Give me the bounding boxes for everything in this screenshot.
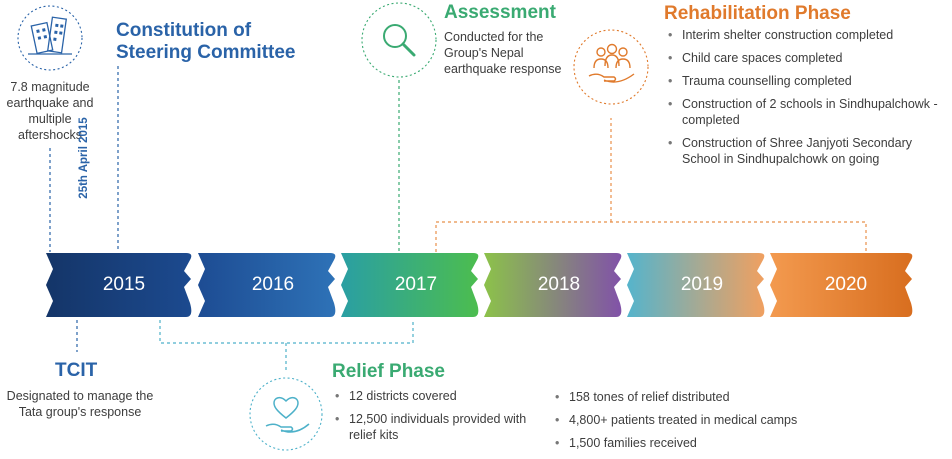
- list-item: 12,500 individuals provided with relief …: [333, 411, 548, 443]
- year-segment-2015: [46, 253, 192, 317]
- relief-title: Relief Phase: [332, 361, 445, 382]
- year-segment-2016: [198, 253, 336, 317]
- year-label-2018: 2018: [537, 274, 581, 295]
- people-hand-icon: [573, 29, 649, 105]
- list-item: Construction of 2 schools in Sindhupalch…: [666, 96, 951, 128]
- tcit-title: TCIT: [55, 360, 98, 381]
- relief-list-left: 12 districts covered 12,500 individuals …: [333, 388, 548, 443]
- steering-title: Constitution of Steering Committee: [116, 20, 296, 63]
- list-item: 1,500 families received: [553, 435, 833, 451]
- event-date: 25th April 2015: [78, 117, 90, 199]
- year-label-2019: 2019: [680, 274, 724, 295]
- year-label-2017: 2017: [394, 274, 438, 295]
- year-segment-2017: [341, 253, 479, 317]
- list-item: 12 districts covered: [333, 388, 548, 404]
- list-item: Interim shelter construction completed: [666, 27, 951, 43]
- year-segment-2019: [627, 253, 765, 317]
- year-label-2016: 2016: [251, 274, 295, 295]
- list-item: Trauma counselling completed: [666, 73, 951, 89]
- list-item: 158 tones of relief distributed: [553, 389, 833, 405]
- relief-list-right: 158 tones of relief distributed 4,800+ p…: [553, 389, 833, 451]
- connector-relief: [159, 320, 414, 372]
- tcit-description: Designated to manage the Tata group's re…: [6, 389, 154, 419]
- rehabilitation-list: Interim shelter construction completed C…: [666, 27, 951, 167]
- list-item: Child care spaces completed: [666, 50, 951, 66]
- assessment-description: Conducted for the Group's Nepal earthqua…: [444, 30, 562, 76]
- list-item: Construction of Shree Janjyoti Secondary…: [666, 135, 951, 167]
- heart-hand-icon: [249, 377, 323, 451]
- connector-rehabilitation: [435, 118, 867, 252]
- event-description: 7.8 magnitude earthquake and multiple af…: [6, 80, 94, 142]
- assessment-title: Assessment: [444, 2, 556, 23]
- building-icon: [17, 5, 83, 71]
- year-segment-2018: [484, 253, 622, 317]
- year-segment-2020: [770, 253, 913, 317]
- year-label-2015: 2015: [102, 274, 146, 295]
- year-label-2020: 2020: [824, 274, 868, 295]
- rehabilitation-title: Rehabilitation Phase: [664, 3, 851, 24]
- list-item: 4,800+ patients treated in medical camps: [553, 412, 833, 428]
- magnifier-icon: [361, 2, 437, 78]
